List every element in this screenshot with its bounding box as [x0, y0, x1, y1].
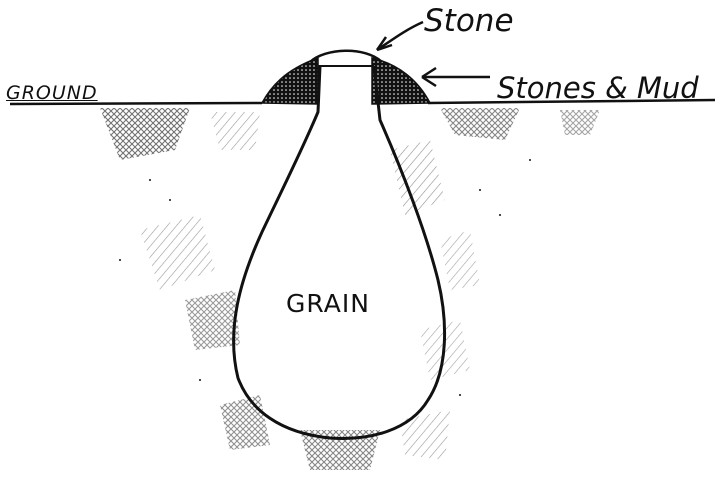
ground-label: GROUND	[6, 84, 98, 103]
stone-arrow	[377, 22, 423, 50]
mound-left	[262, 58, 318, 104]
stone-label: Stone	[424, 6, 514, 37]
grain-label: GRAIN	[286, 291, 370, 316]
stones-and-mud-label: Stones & Mud	[497, 74, 699, 103]
capping-stone	[310, 51, 382, 62]
mound-right	[372, 58, 430, 104]
grain-pit-outline	[234, 66, 445, 438]
